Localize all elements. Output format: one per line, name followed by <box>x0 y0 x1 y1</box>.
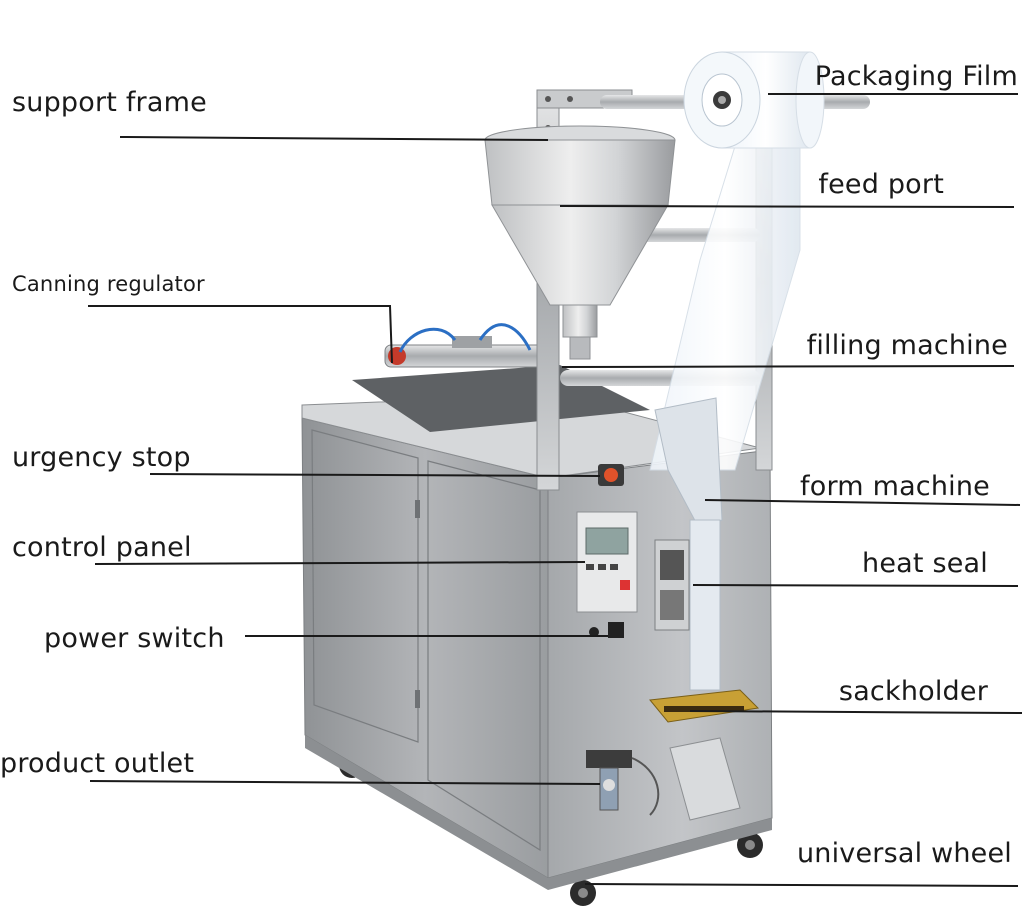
leader-line-support-frame <box>119 136 549 141</box>
label-sackholder: sackholder <box>838 676 988 707</box>
power-switch <box>589 622 624 638</box>
leader-line-urgency-stop <box>149 473 601 477</box>
hinge <box>415 690 420 708</box>
leader-line-control-panel <box>94 561 586 565</box>
leader-line-filling-machine <box>561 365 1015 368</box>
label-support-frame: support frame <box>12 87 207 118</box>
forming-tube <box>654 397 723 691</box>
label-product-outlet: product outlet <box>0 748 195 779</box>
leader-line-universal-wheel <box>584 883 1019 887</box>
bolt <box>545 96 551 102</box>
wheel-front-right <box>737 832 763 858</box>
leader-line-product-outlet <box>89 780 601 785</box>
canning-regulator <box>384 323 546 368</box>
packaging-film-roll <box>683 51 825 149</box>
label-feed-port: feed port <box>818 169 944 200</box>
leader-line-sackholder <box>689 710 1023 714</box>
label-packaging-film: Packaging Film <box>814 61 1018 92</box>
label-filling-machine: filling machine <box>806 330 1008 361</box>
sackholder-clamp <box>649 689 760 723</box>
hinge <box>415 500 420 518</box>
cabinet-door-right <box>427 460 541 852</box>
control-panel <box>576 511 638 613</box>
air-regulator <box>586 750 660 816</box>
leader-line-heat-seal <box>692 584 1019 587</box>
label-form-machine: form machine <box>800 471 990 502</box>
universal-wheel <box>570 880 596 906</box>
label-universal-wheel: universal wheel <box>796 838 1012 869</box>
label-urgency-stop: urgency stop <box>12 442 191 473</box>
label-control-panel: control panel <box>12 532 192 563</box>
product-outlet-chute <box>669 737 741 821</box>
urgency-stop-button <box>598 464 624 486</box>
leader-line-feed-port <box>559 205 1015 208</box>
leader-line-canning-regulator <box>88 305 393 364</box>
label-power-switch: power switch <box>44 623 225 654</box>
heat-seal-unit <box>654 539 690 631</box>
feed-hopper <box>484 125 676 360</box>
label-canning-regulator: Canning regulator <box>12 272 205 296</box>
label-heat-seal: heat seal <box>862 548 988 579</box>
bolt <box>567 96 573 102</box>
leader-line-form-machine <box>704 499 1021 506</box>
cabinet-base <box>305 735 772 890</box>
cabinet-door-left <box>311 429 419 743</box>
